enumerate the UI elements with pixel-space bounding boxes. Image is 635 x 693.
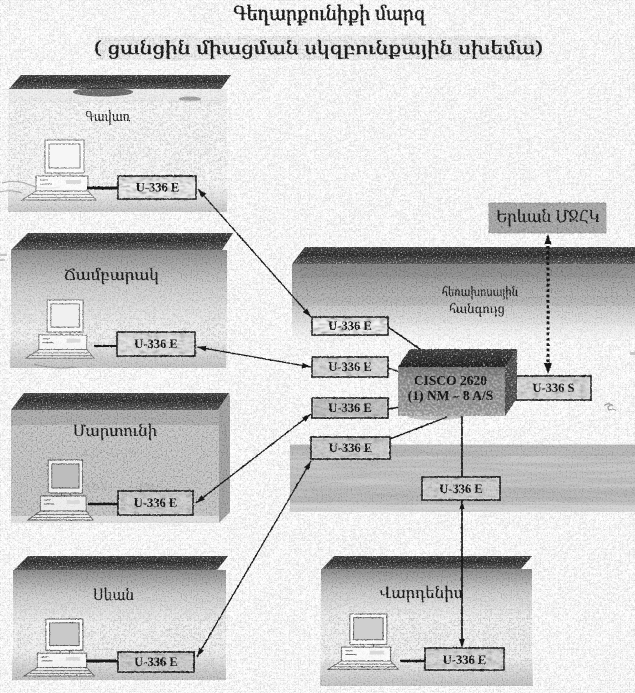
- svg-text:· 4 ,|· • `– . — •>: · 4 ,|· • `– . — •>: [78, 448, 138, 458]
- svg-text:U-336 E: U-336 E: [134, 655, 177, 669]
- svg-text:U-336 E: U-336 E: [328, 319, 371, 333]
- svg-text:U-336 E: U-336 E: [328, 401, 371, 415]
- svg-text:U-336 E: U-336 E: [328, 360, 371, 374]
- svg-text:CISCO 2620: CISCO 2620: [414, 373, 487, 388]
- svg-text:~ —· —— ~·: ~ —· —— ~·: [330, 284, 379, 294]
- svg-text:U-336 E: U-336 E: [134, 496, 177, 510]
- svg-text:U-336 E: U-336 E: [136, 181, 179, 195]
- svg-text:(1) NM – 8 A/S: (1) NM – 8 A/S: [408, 388, 494, 403]
- svg-text:U-336 E: U-336 E: [443, 653, 486, 667]
- svg-text:U-336 E: U-336 E: [329, 441, 372, 455]
- svg-text:U-336 E: U-336 E: [134, 337, 177, 351]
- svg-text:U-336 S: U-336 S: [532, 381, 574, 395]
- svg-text:U-336 E: U-336 E: [439, 482, 482, 496]
- svg-text:\ A D V . — ·— NM —: \ A D V . — ·— NM —: [80, 482, 166, 492]
